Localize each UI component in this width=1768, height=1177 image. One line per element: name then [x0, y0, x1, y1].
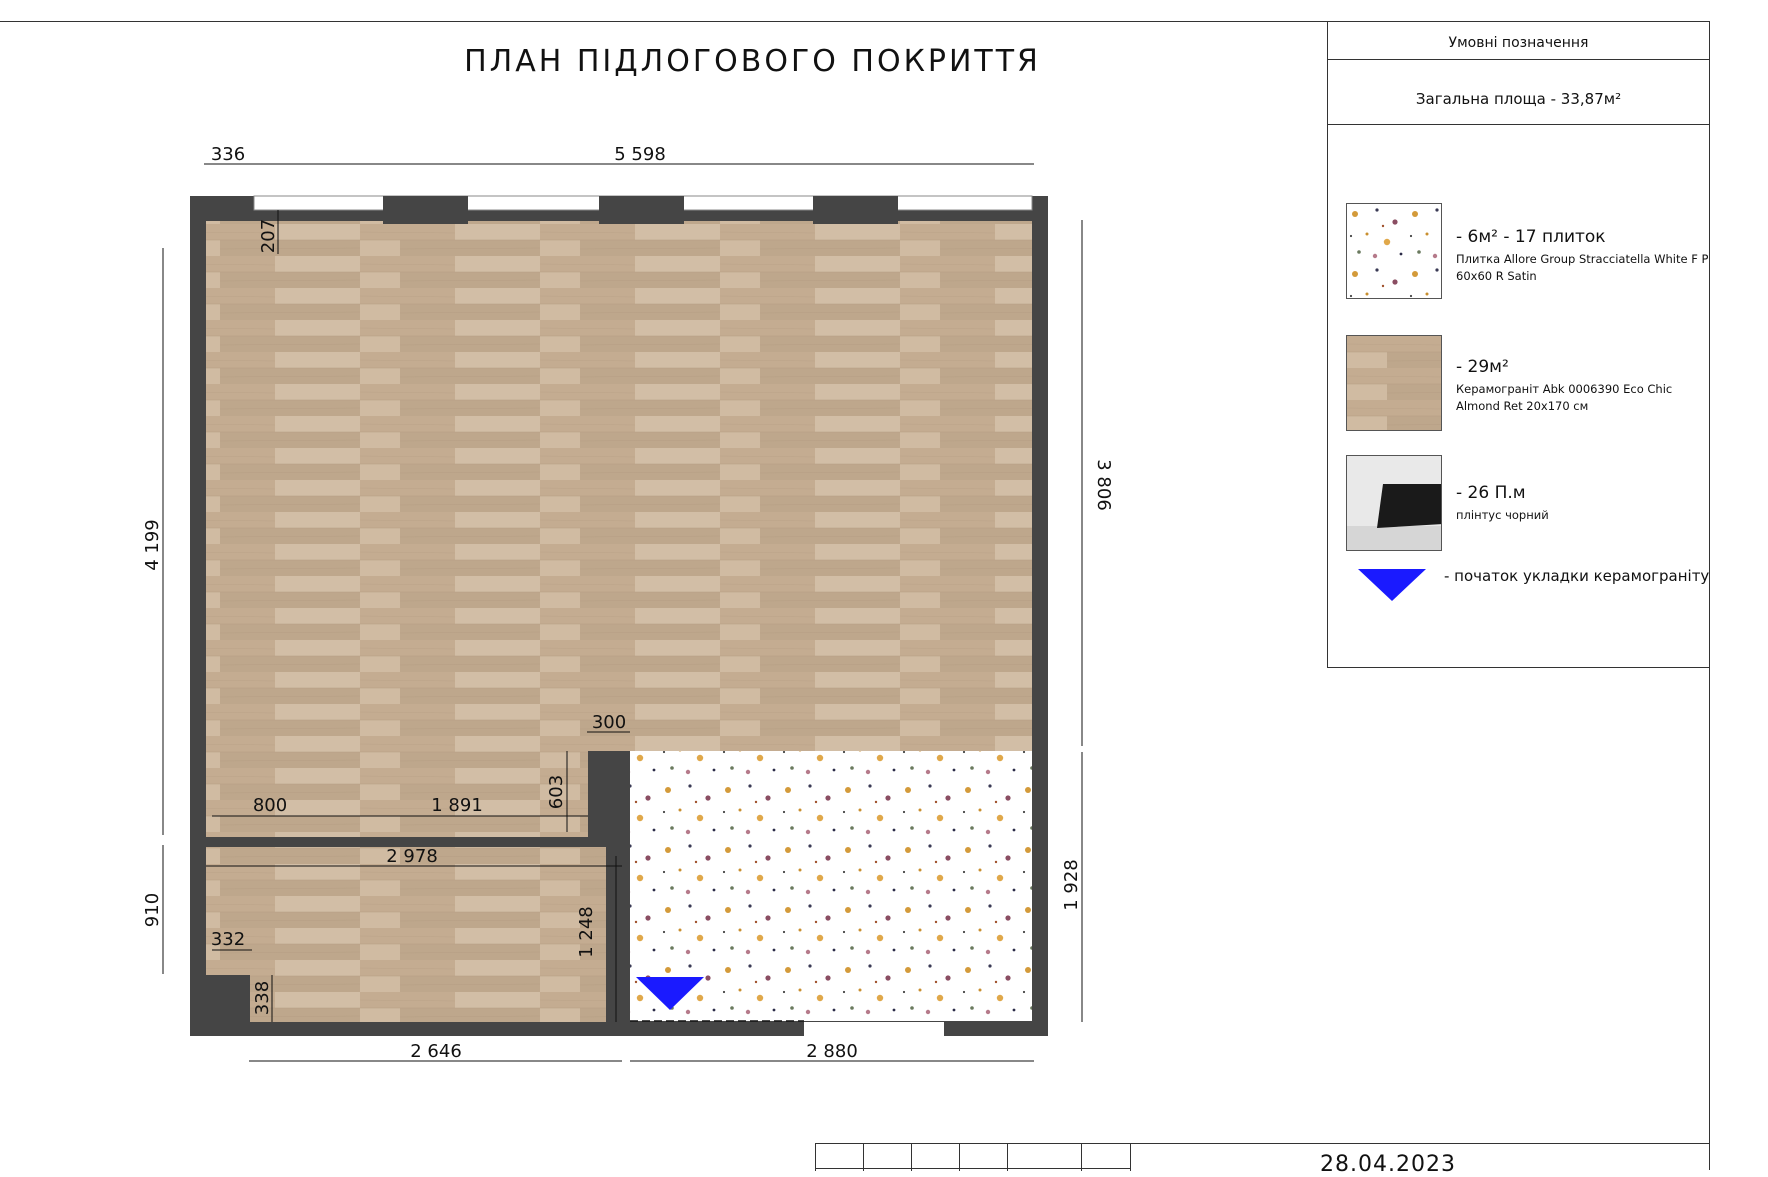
- legend-marker-text: - початок укладки керамограніту: [1444, 567, 1710, 585]
- dim-door-width: 800: [253, 795, 287, 816]
- legend-terrazzo-desc: Плитка Allore Group Stracciatella White …: [1456, 252, 1709, 283]
- legend-skirting-main: - 26 П.м: [1456, 483, 1526, 503]
- tile-start-marker-icon: [636, 977, 704, 1010]
- dim-partition-length: 1 891: [431, 795, 483, 816]
- window-pier-1: [383, 196, 468, 224]
- dim-bottom-left: 2 646: [410, 1041, 462, 1062]
- dim-room-height: 1 248: [576, 906, 597, 958]
- door-opening: [804, 1022, 944, 1036]
- legend-panel: Умовні позначення Загальна площа - 33,87…: [1327, 21, 1710, 668]
- wall-niche: [190, 975, 250, 1036]
- title-block: [815, 1143, 1710, 1171]
- dim-top-width: 5 598: [614, 144, 666, 165]
- legend-skirting-desc: плінтус чорний: [1456, 508, 1549, 522]
- dim-left-height: 4 199: [142, 519, 163, 571]
- plan-title: ПЛАН ПІДЛОГОВОГО ПОКРИТТЯ: [464, 44, 1041, 79]
- legend-wood-desc: Керамограніт Abk 0006390 Eco Chic Almond…: [1456, 382, 1673, 413]
- main-room-floor: [206, 221, 1032, 751]
- dim-partition-gap: 300: [592, 712, 626, 733]
- wood-porcelain-swatch: [1346, 335, 1442, 431]
- dim-niche-depth: 338: [252, 981, 273, 1015]
- dim-bottom-right: 2 880: [806, 1041, 858, 1062]
- stamp-date: 28.04.2023: [1320, 1152, 1456, 1177]
- legend-wood-main: - 29м²: [1456, 357, 1509, 377]
- legend-terrazzo-main: - 6м² - 17 плиток: [1456, 227, 1606, 247]
- legend-total-area: Загальна площа - 33,87м²: [1328, 60, 1709, 125]
- black-skirting-swatch: [1346, 455, 1442, 551]
- bathroom-tile-floor: [630, 751, 1032, 1021]
- dim-left-lower: 910: [142, 893, 163, 927]
- window-pier-2: [599, 196, 684, 224]
- blue-triangle-icon: [1358, 569, 1426, 601]
- frame-top-line: [0, 21, 1710, 22]
- floor-plan: 336 5 598 3 806 4 199 207 300 603 800 1 …: [142, 144, 1114, 1062]
- terrazzo-tile-swatch: [1346, 203, 1442, 299]
- dim-partition-depth: 603: [546, 775, 567, 809]
- corridor-floor: [206, 751, 588, 837]
- window-pier-3: [813, 196, 898, 224]
- dim-right-height: 3 806: [1093, 459, 1114, 511]
- dim-top-left: 336: [211, 144, 245, 165]
- dim-niche-width: 332: [211, 929, 245, 950]
- legend-header: Умовні позначення: [1328, 21, 1709, 60]
- dim-window-depth: 207: [258, 219, 279, 253]
- lower-room-floor: [206, 847, 606, 1022]
- dim-room-width: 2 978: [386, 846, 438, 867]
- dim-right-lower: 1 928: [1061, 859, 1082, 911]
- partition-wall: [327, 837, 619, 847]
